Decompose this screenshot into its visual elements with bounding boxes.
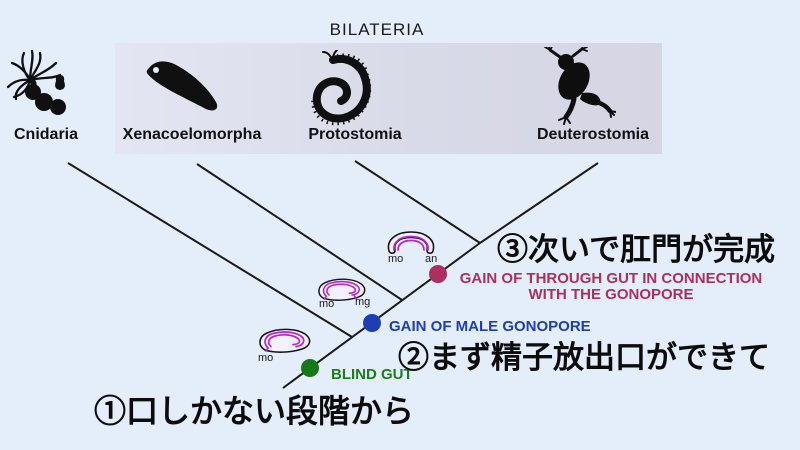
worm-body (259, 328, 311, 353)
mouth-label: mo (388, 253, 404, 265)
male-gonopore-node (363, 314, 381, 332)
through-gut-label-line2: WITH THE GONOPORE (528, 286, 694, 303)
taxon-label-deuterostomia: Deuterostomia (536, 126, 650, 143)
flatworm-icon (146, 61, 218, 111)
annotation-step3: ③次いで肛門が完成 (497, 232, 776, 267)
blind-gut-node (301, 359, 319, 377)
annotation-step1: ①口しかない段階から (94, 393, 415, 429)
mouth-label: mo (319, 298, 335, 310)
branch-cnidaria (67, 162, 353, 338)
branch-xenacoelomorpha (196, 163, 403, 301)
gonopore-label: mg (355, 296, 371, 308)
taxon-label-xenacoelomorpha: Xenacoelomorpha (122, 126, 262, 143)
annelid-worm-icon (311, 50, 372, 126)
male-gonopore-worm-diagram: mo mg (314, 277, 374, 313)
branch-deuterostomia (479, 162, 599, 244)
clade-title: BILATERIA (329, 20, 425, 39)
cnidarian-polyp-icon (6, 49, 66, 115)
annotation-step2: ②まず精子放出口ができて (398, 340, 770, 375)
worm-body (318, 278, 366, 301)
through-gut-label: GAIN OF THROUGH GUT IN CONNECTION WITH T… (450, 271, 772, 303)
blind-gut-label: BLIND GUT (331, 366, 413, 383)
frog-icon (544, 47, 616, 125)
through-gut-node (429, 265, 447, 283)
blind-gut-worm-diagram: mo (256, 327, 316, 367)
anus-label: an (425, 253, 438, 265)
mouth-label: mo (258, 352, 274, 364)
through-gut-worm-diagram: mo an (384, 229, 440, 265)
through-gut-label-line1: GAIN OF THROUGH GUT IN CONNECTION (459, 270, 763, 287)
taxon-label-cnidaria: Cnidaria (13, 126, 79, 143)
branch-protostomia (354, 160, 481, 244)
worm-body (387, 231, 435, 254)
taxon-label-protostomia: Protostomia (308, 126, 402, 143)
male-gonopore-label: GAIN OF MALE GONOPORE (389, 318, 591, 335)
